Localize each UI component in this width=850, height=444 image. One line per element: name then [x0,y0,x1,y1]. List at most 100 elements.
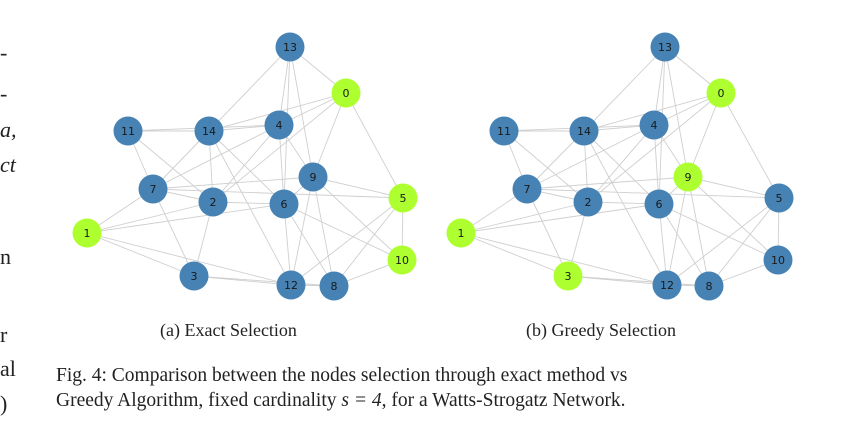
node-label: 2 [585,196,592,209]
caption-line-2: Greedy Algorithm, fixed cardinality s = … [56,388,796,413]
caption-text: Greedy Algorithm, fixed cardinality [56,390,342,411]
graph-node [489,116,519,146]
graph-edge [208,130,292,286]
graph-edge [526,188,569,277]
graph-edge [86,201,214,234]
left-column-fragments: - - a, ct n r al ) [0,0,17,444]
node-label: 12 [660,279,674,292]
node-label: 6 [281,198,288,211]
graph-edge [208,130,285,205]
graph-node [113,116,143,146]
graph-edge [460,232,569,277]
text-fragment: a, [0,117,17,142]
graph-node [276,270,306,300]
graph-edge [687,176,780,199]
graph-node [639,110,669,140]
graph-edge [666,197,780,286]
graph-edge [212,92,347,203]
selected-node [673,162,703,192]
graph-edge [658,203,710,287]
node-label: 7 [524,183,531,196]
graph-edge [312,176,404,199]
node-label: 7 [150,183,157,196]
node-label: 10 [395,254,409,267]
graph-edge [86,232,195,277]
graph-edge [460,232,668,286]
node-label: 1 [458,227,465,240]
graph-edge [460,201,589,234]
selected-node [388,183,418,213]
selected-node [387,245,417,275]
node-label: 13 [658,41,672,54]
graph-edge [127,130,214,203]
text-fragment: al [0,356,16,381]
graph-edge [86,203,285,234]
node-label: 4 [276,119,283,132]
graph-edge [333,197,404,287]
graph-edge [687,176,779,261]
graph-edge [587,92,722,203]
graph-edge [208,46,291,132]
node-label: 11 [497,125,511,138]
node-label: 8 [331,280,338,293]
graph-edge [283,203,403,261]
selected-node [446,218,476,248]
graph-node [138,174,168,204]
node-label: 12 [284,279,298,292]
graph-edge [312,176,403,261]
subcaption-exact: (a) Exact Selection [160,320,297,340]
selected-node [553,261,583,291]
graph-edge [152,176,314,190]
node-label: 2 [210,196,217,209]
text-fragment: r [0,322,8,347]
graph-node [763,245,793,275]
graph-edge [193,275,335,287]
graph-node [275,32,305,62]
graph-edge [526,176,689,190]
graph-edge [152,188,195,277]
graph-edge [583,130,668,286]
graph-edge [503,130,589,203]
selected-node [706,78,736,108]
node-label: 6 [656,198,663,211]
text-fragment: n [0,244,11,269]
graph-edge [152,124,280,190]
node-label: 10 [771,254,785,267]
graph-edge [567,275,710,287]
node-label: 14 [577,125,591,138]
graph-node [694,271,724,301]
node-label: 11 [121,125,135,138]
graph-edge [720,92,780,199]
graph-node [764,183,794,213]
graph-edge [86,232,292,286]
graph-node [569,116,599,146]
graph-edge [666,176,689,286]
graph-node [298,162,328,192]
node-label: 9 [685,171,692,184]
graph-edge [290,176,314,286]
graph-node [644,189,674,219]
node-label: 3 [565,270,572,283]
graph-edge [583,130,660,205]
graph-node [319,271,349,301]
graph-node [194,116,224,146]
node-label: 1 [84,227,91,240]
caption-math: s = 4 [341,390,382,411]
graph-edge [312,92,347,178]
graph-edge [658,203,779,261]
graph-edge [583,46,666,132]
node-label: 14 [202,125,216,138]
node-label: 13 [283,41,297,54]
graph-edge [460,203,660,234]
selected-node [72,218,102,248]
graph-node [650,32,680,62]
node-label: 0 [718,87,725,100]
graph-edge [289,46,314,178]
caption-text: , for a Watts-Strogatz Network. [381,390,626,411]
node-label: 5 [776,192,783,205]
graph-node [179,261,209,291]
graph-edge [345,92,404,199]
graph-edge [708,197,780,287]
